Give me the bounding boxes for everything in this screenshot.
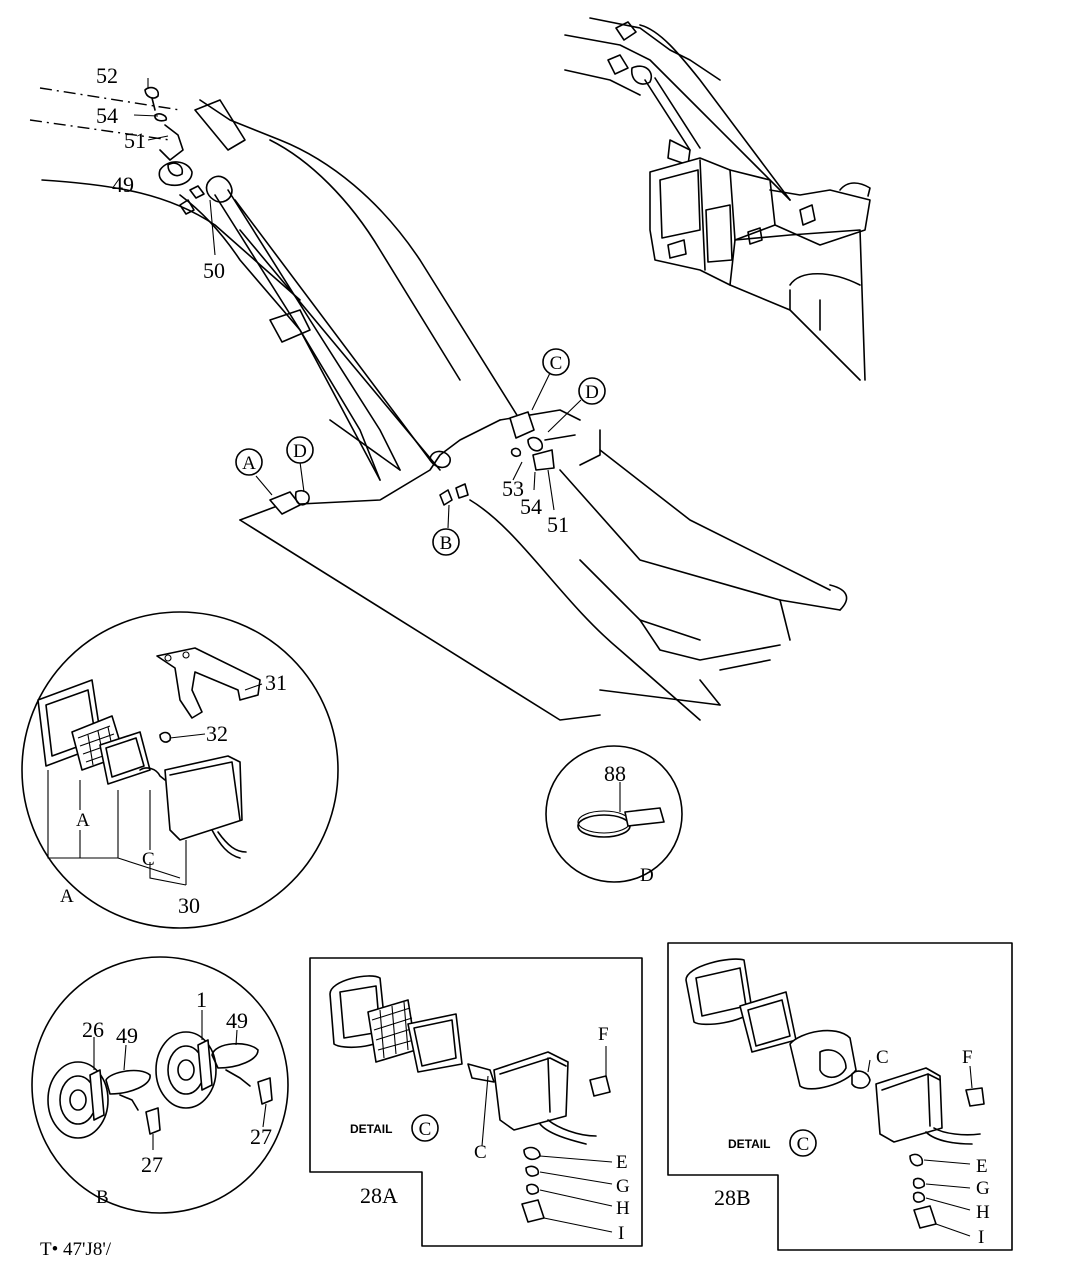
detail-28b-ref-circle: C <box>789 1129 817 1157</box>
part-number-1: 1 <box>196 987 207 1012</box>
detail-28a-title: 28A <box>360 1183 398 1208</box>
inset-a-caption: A <box>60 886 74 907</box>
detail-28a-ref-circle: C <box>411 1114 439 1142</box>
part-number-49-horn-right: 49 <box>226 1008 248 1033</box>
ref-circle-d-left: D <box>286 436 314 464</box>
detail-28a-part-i: I <box>618 1223 624 1244</box>
svg-text:C: C <box>419 1119 432 1140</box>
part-number-52: 52 <box>96 63 118 88</box>
boom-assembly <box>29 78 848 721</box>
excavator-illustration <box>564 17 871 381</box>
detail-28a <box>309 957 643 1247</box>
detail-28b <box>667 942 1013 1251</box>
inset-d-cable-tie <box>545 745 683 883</box>
ref-circle-a: A <box>235 448 263 476</box>
detail-28a-part-e: E <box>616 1152 628 1173</box>
detail-28b-part-h: H <box>976 1202 990 1223</box>
part-number-32: 32 <box>206 721 228 746</box>
inset-a-callout-a: A <box>76 810 90 831</box>
detail-28b-part-i: I <box>978 1227 984 1248</box>
part-number-50: 50 <box>203 258 225 283</box>
part-number-54-lower: 54 <box>520 494 542 519</box>
detail-28a-part-f: F <box>598 1024 609 1045</box>
part-number-51-lower: 51 <box>547 512 569 537</box>
detail-28b-label: DETAIL <box>728 1137 770 1151</box>
inset-d-caption: D <box>640 865 654 886</box>
part-number-31: 31 <box>265 670 287 695</box>
part-number-26: 26 <box>82 1017 104 1042</box>
detail-28a-part-g: G <box>616 1176 630 1197</box>
svg-text:A: A <box>242 453 256 474</box>
part-number-27-right: 27 <box>250 1124 272 1149</box>
part-number-51: 51 <box>124 128 146 153</box>
detail-28a-label: DETAIL <box>350 1122 392 1136</box>
part-number-54: 54 <box>96 103 118 128</box>
part-number-27-left: 27 <box>141 1152 163 1177</box>
inset-a-callout-c: C <box>142 849 155 870</box>
ref-circle-b: B <box>432 528 460 556</box>
svg-text:B: B <box>440 533 453 554</box>
part-number-53: 53 <box>502 476 524 501</box>
inset-a-work-light <box>21 611 339 929</box>
ref-circle-c: C <box>542 348 570 376</box>
detail-28b-part-c: C <box>876 1047 889 1068</box>
detail-28b-part-e: E <box>976 1156 988 1177</box>
part-number-30: 30 <box>178 893 200 918</box>
detail-28a-part-h: H <box>616 1198 630 1219</box>
part-number-49: 49 <box>112 172 134 197</box>
catalog-code: T• 47'J8'/ <box>40 1239 112 1260</box>
svg-text:D: D <box>585 382 599 403</box>
inset-b-caption: B <box>96 1187 109 1208</box>
detail-28b-part-g: G <box>976 1178 990 1199</box>
svg-text:D: D <box>293 441 307 462</box>
part-number-88: 88 <box>604 761 626 786</box>
svg-text:C: C <box>797 1134 810 1155</box>
ref-circle-d-right: D <box>578 377 606 405</box>
detail-28b-part-f: F <box>962 1047 973 1068</box>
part-number-49-horn-left: 49 <box>116 1023 138 1048</box>
detail-28b-title: 28B <box>714 1185 751 1210</box>
detail-28a-part-c: C <box>474 1142 487 1163</box>
svg-text:C: C <box>550 353 563 374</box>
inset-b-horns <box>31 956 289 1214</box>
